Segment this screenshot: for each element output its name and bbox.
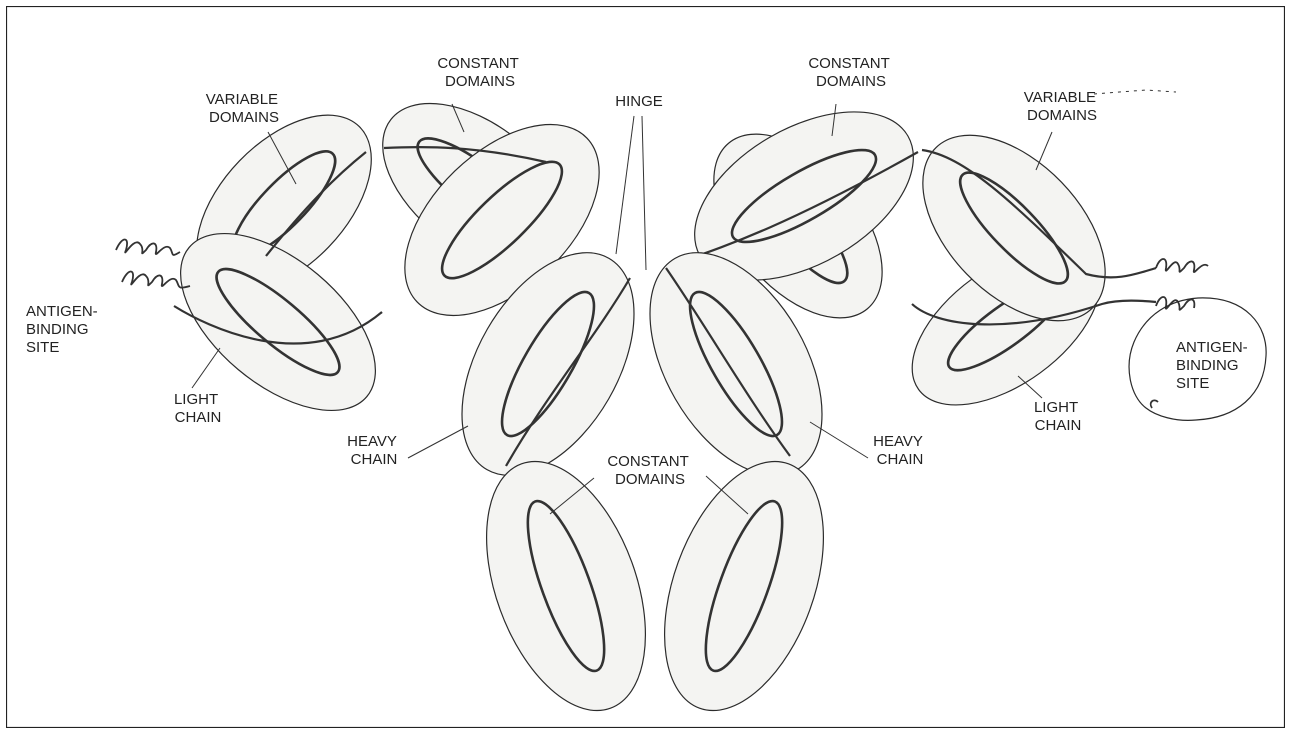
label-light-chain-left: LIGHT CHAIN [174, 391, 222, 426]
leader-heavy-left [408, 426, 468, 458]
leader-variable-right [1036, 132, 1052, 170]
label-light-chain-right: LIGHT CHAIN [1034, 399, 1082, 434]
antibody-diagram: VARIABLE DOMAINS CONSTANT DOMAINS HINGE … [6, 6, 1285, 728]
label-constant-domains-top-right: CONSTANT DOMAINS [808, 55, 893, 90]
label-hinge: HINGE [615, 93, 663, 110]
label-heavy-chain-left: HEAVY CHAIN [347, 433, 401, 468]
leader-hinge-right [642, 116, 646, 270]
label-constant-domains-bottom: CONSTANT DOMAINS [607, 453, 692, 488]
left-coil-lower [122, 272, 190, 288]
diagram-canvas: VARIABLE DOMAINS CONSTANT DOMAINS HINGE … [6, 6, 1285, 728]
right-antigen-tail [1151, 400, 1158, 408]
label-variable-domains-right: VARIABLE DOMAINS [1024, 89, 1100, 124]
leader-hinge-left [616, 116, 634, 254]
left-coil-upper [116, 240, 180, 255]
leader-light-left [192, 348, 220, 388]
label-heavy-chain-right: HEAVY CHAIN [873, 433, 927, 468]
label-constant-domains-top-left: CONSTANT DOMAINS [437, 55, 522, 90]
label-variable-domains-left: VARIABLE DOMAINS [206, 91, 282, 126]
leader-variable-right-dotted [1094, 90, 1176, 94]
label-antigen-binding-site-left: ANTIGEN- BINDING SITE [26, 303, 102, 356]
right-coil-upper [1156, 259, 1208, 272]
label-antigen-binding-site-right: ANTIGEN- BINDING SITE [1176, 339, 1252, 392]
